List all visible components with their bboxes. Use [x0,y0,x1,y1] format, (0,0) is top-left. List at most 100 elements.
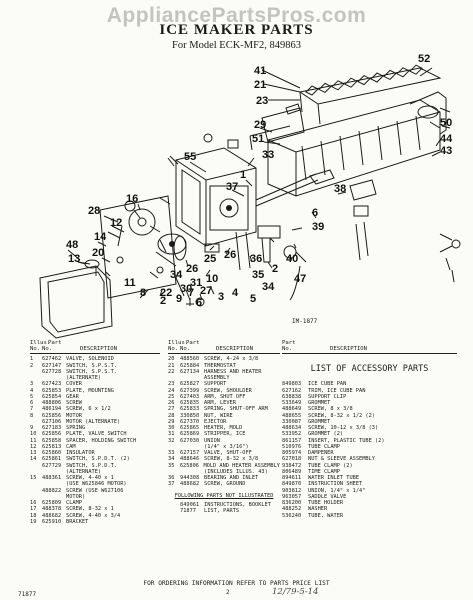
item-number: 27 [168,406,175,413]
part-number: 625806 [179,462,199,469]
part-number: 536240 [282,512,302,519]
part-description: GROMMET [308,400,331,407]
callout-number: 39 [312,221,324,233]
part-description: GEAR [66,393,79,400]
callout-number: 6 [196,297,202,309]
item-number: 26 [168,400,175,407]
part-number: 627370 [180,418,200,425]
part-number: 625835 [180,400,200,407]
part-description: SCREW, 8-32 x 1 [66,506,114,513]
table-row: (1/4" x 3/16") [168,444,280,450]
part-number: 627162 [282,387,302,394]
part-description: UNION, 1/4" x 1/4" [308,487,366,494]
mounting-plate-drawing [99,195,187,299]
cover-drawing [39,265,113,339]
part-number: 488361 [42,475,62,482]
part-description: PLATE, VALVE SWITCH [66,431,127,438]
part-description: SCREW, 4-40 x 3/4 [66,512,121,519]
part-description: STRIPPER, ICE [204,431,246,438]
handwritten-note: 12/79-5-14 [272,587,319,597]
callout-number: 12 [110,217,122,229]
part-number: 330850 [180,412,200,419]
table-row: 4 625853 PLATE, MOUNTING [30,388,160,394]
callout-number: 5 [250,293,256,305]
item-number: 28 [168,412,175,419]
callout-number: 1 [240,169,246,181]
table-row: ASSEMBLY [168,375,280,381]
callout-number: 20 [92,247,104,259]
part-description: UNION [204,437,220,444]
table-row: (USE W625846 MOTOR) [30,481,160,487]
part-description: TRIM, ICE CUBE PAN [308,387,366,394]
part-description: DAMPENER [308,450,334,457]
part-description: SPACER, HOLDING SWITCH [66,437,137,444]
callout-number: 22 [160,287,172,299]
part-number: 488378 [42,506,62,513]
part-description: CLAMP [66,500,82,507]
part-number: 625853 [42,387,62,394]
part-number: 627462 [42,356,62,363]
part-number: 488634 [282,425,302,432]
table-row: (INCLUDES ILLUS. 43) [168,469,280,475]
item-number: 4 [30,387,34,394]
part-description: THERMOSTAT [204,362,236,369]
callout-number: 10 [206,273,218,285]
part-description: TIME CLAMP [308,468,340,475]
item-number: 36 [168,475,175,482]
callout-number: 3 [218,291,224,303]
item-number: 7 [30,406,34,413]
callout-number: 50 [440,117,452,129]
part-number: 849870 [282,481,302,488]
callout-number: 2 [272,263,278,275]
small-parts-drawing [77,103,455,307]
item-number: 20 [168,356,175,363]
part-description: WATER INLET TUBE [308,475,360,482]
part-description: HARNESS AND HEATER [204,368,262,375]
part-description: ARM, SHUT OFF [204,393,246,400]
part-description: SCREW, 10-12 x 3/8 (3) [308,425,379,432]
part-number: 938472 [282,462,302,469]
part-description: PLATE, MOUNTING [66,387,114,394]
part-number: 488649 [282,406,302,413]
part-number: 625854 [42,393,62,400]
callout-number: 37 [226,181,238,193]
part-description: NUT, WIRE [204,412,233,419]
item-number: 11 [30,437,37,444]
part-description: (ALTERNATE) [66,375,102,382]
part-number: 836200 [282,500,302,507]
shutoff-arm-drawing [235,169,461,301]
part-description: INSULATOR [66,450,95,457]
part-description: ARM, LEVER [204,400,236,407]
part-number: 627030 [180,437,200,444]
part-number: 625861 [42,456,62,463]
part-number: 963057 [282,493,302,500]
part-description: SCREW, 6 x 1/2 [66,406,111,413]
item-number: 14 [30,456,37,463]
callout-number: 16 [126,193,138,205]
callout-number: 30 [180,283,192,295]
part-description: SPRING [66,425,86,432]
callout-number: 8 [140,287,146,299]
callout-number: 41 [254,65,266,77]
part-description: WASHER [308,506,328,513]
item-number: 25 [168,393,175,400]
callout-number: 34 [170,269,183,281]
callout-number: 51 [252,133,264,145]
